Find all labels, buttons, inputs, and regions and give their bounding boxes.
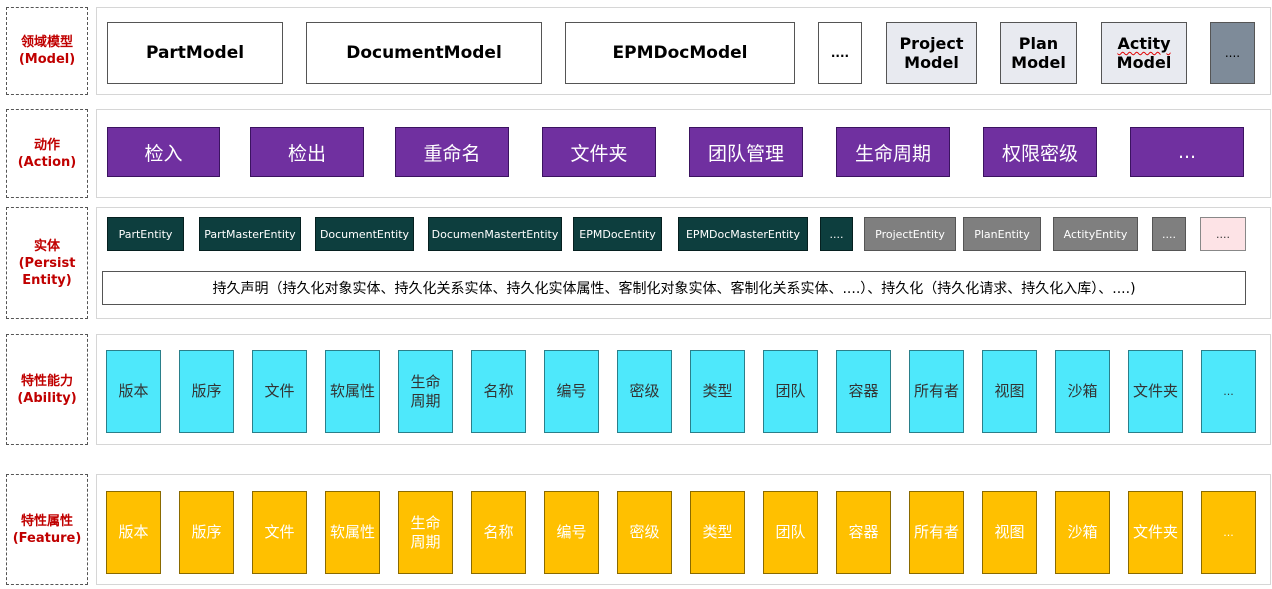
row-label-ability: 特性能力 (Ability) bbox=[6, 334, 88, 445]
row-label-line: Entity) bbox=[22, 272, 72, 288]
action-permission: 权限密级 bbox=[983, 127, 1097, 177]
feature-file: 文件 bbox=[252, 491, 307, 574]
entity-more: .... bbox=[820, 217, 853, 251]
ability-type: 类型 bbox=[690, 350, 745, 433]
feature-sandbox: 沙箱 bbox=[1055, 491, 1110, 574]
feature-number: 编号 bbox=[544, 491, 599, 574]
row-label-line: 领域模型 bbox=[20, 35, 73, 50]
model-more-dark: .... bbox=[1210, 22, 1255, 84]
model-document: DocumentModel bbox=[306, 22, 542, 84]
feature-version: 版本 bbox=[106, 491, 161, 574]
model-project: Project Model bbox=[886, 22, 977, 84]
ability-secret-level: 密级 bbox=[617, 350, 672, 433]
action-more: ... bbox=[1130, 127, 1244, 177]
ability-container: 容器 bbox=[836, 350, 891, 433]
model-more: .... bbox=[818, 22, 862, 84]
row-label-action: 动作 (Action) bbox=[6, 109, 88, 198]
entity-documen-master: DocumenMastertEntity bbox=[428, 217, 562, 251]
model-plan: Plan Model bbox=[1000, 22, 1077, 84]
entity-actity: ActityEntity bbox=[1053, 217, 1138, 251]
row-label-line: (Model) bbox=[18, 52, 76, 67]
ability-more: ... bbox=[1201, 350, 1256, 433]
feature-folder: 文件夹 bbox=[1128, 491, 1183, 574]
entity-more-gray: .... bbox=[1152, 217, 1186, 251]
model-actity-line-1: Actity bbox=[1117, 34, 1171, 53]
action-lifecycle: 生命周期 bbox=[836, 127, 950, 177]
action-checkout: 检出 bbox=[250, 127, 364, 177]
model-actity-line-2: Model bbox=[1116, 53, 1172, 72]
feature-more: ... bbox=[1201, 491, 1256, 574]
row-label-line: 特性能力 bbox=[20, 373, 73, 389]
action-rename: 重命名 bbox=[395, 127, 509, 177]
feature-owner: 所有者 bbox=[909, 491, 964, 574]
entity-plan: PlanEntity bbox=[963, 217, 1041, 251]
row-label-entity: 实体 (Persist Entity) bbox=[6, 207, 88, 319]
row-label-line: (Action) bbox=[17, 154, 77, 170]
row-label-line: 特性属性 bbox=[20, 513, 73, 529]
ability-version: 版本 bbox=[106, 350, 161, 433]
ability-revision: 版序 bbox=[179, 350, 234, 433]
feature-type: 类型 bbox=[690, 491, 745, 574]
feature-lifecycle: 生命 周期 bbox=[398, 491, 453, 574]
entity-document: DocumentEntity bbox=[315, 217, 414, 251]
model-actity: Actity Model bbox=[1101, 22, 1187, 84]
ability-lifecycle: 生命 周期 bbox=[398, 350, 453, 433]
ability-folder: 文件夹 bbox=[1128, 350, 1183, 433]
entity-epmdoc-master: EPMDocMasterEntity bbox=[678, 217, 808, 251]
ability-file: 文件 bbox=[252, 350, 307, 433]
entity-part: PartEntity bbox=[107, 217, 184, 251]
ability-name: 名称 bbox=[471, 350, 526, 433]
entity-more-pink: .... bbox=[1200, 217, 1246, 251]
feature-team: 团队 bbox=[763, 491, 818, 574]
ability-view: 视图 bbox=[982, 350, 1037, 433]
model-epmdoc: EPMDocModel bbox=[565, 22, 795, 84]
row-label-model: 领域模型 (Model) bbox=[6, 7, 88, 95]
feature-secret-level: 密级 bbox=[617, 491, 672, 574]
model-part: PartModel bbox=[107, 22, 283, 84]
entity-part-master: PartMasterEntity bbox=[199, 217, 301, 251]
action-folder: 文件夹 bbox=[542, 127, 656, 177]
feature-view: 视图 bbox=[982, 491, 1037, 574]
action-checkin: 检入 bbox=[107, 127, 220, 177]
ability-soft-attr: 软属性 bbox=[325, 350, 380, 433]
ability-number: 编号 bbox=[544, 350, 599, 433]
feature-container: 容器 bbox=[836, 491, 891, 574]
feature-soft-attr: 软属性 bbox=[325, 491, 380, 574]
row-label-line: (Ability) bbox=[17, 390, 77, 406]
entity-declaration: 持久声明（持久化对象实体、持久化关系实体、持久化实体属性、客制化对象实体、客制化… bbox=[102, 271, 1246, 305]
feature-revision: 版序 bbox=[179, 491, 234, 574]
row-label-line: (Feature) bbox=[12, 530, 82, 546]
row-label-line: 动作 bbox=[33, 137, 60, 153]
entity-epmdoc: EPMDocEntity bbox=[573, 217, 662, 251]
ability-sandbox: 沙箱 bbox=[1055, 350, 1110, 433]
action-team: 团队管理 bbox=[689, 127, 803, 177]
feature-name: 名称 bbox=[471, 491, 526, 574]
entity-project: ProjectEntity bbox=[864, 217, 956, 251]
row-label-feature: 特性属性 (Feature) bbox=[6, 474, 88, 585]
row-label-line: 实体 bbox=[33, 238, 60, 254]
ability-team: 团队 bbox=[763, 350, 818, 433]
ability-owner: 所有者 bbox=[909, 350, 964, 433]
row-label-line: (Persist bbox=[18, 255, 76, 271]
